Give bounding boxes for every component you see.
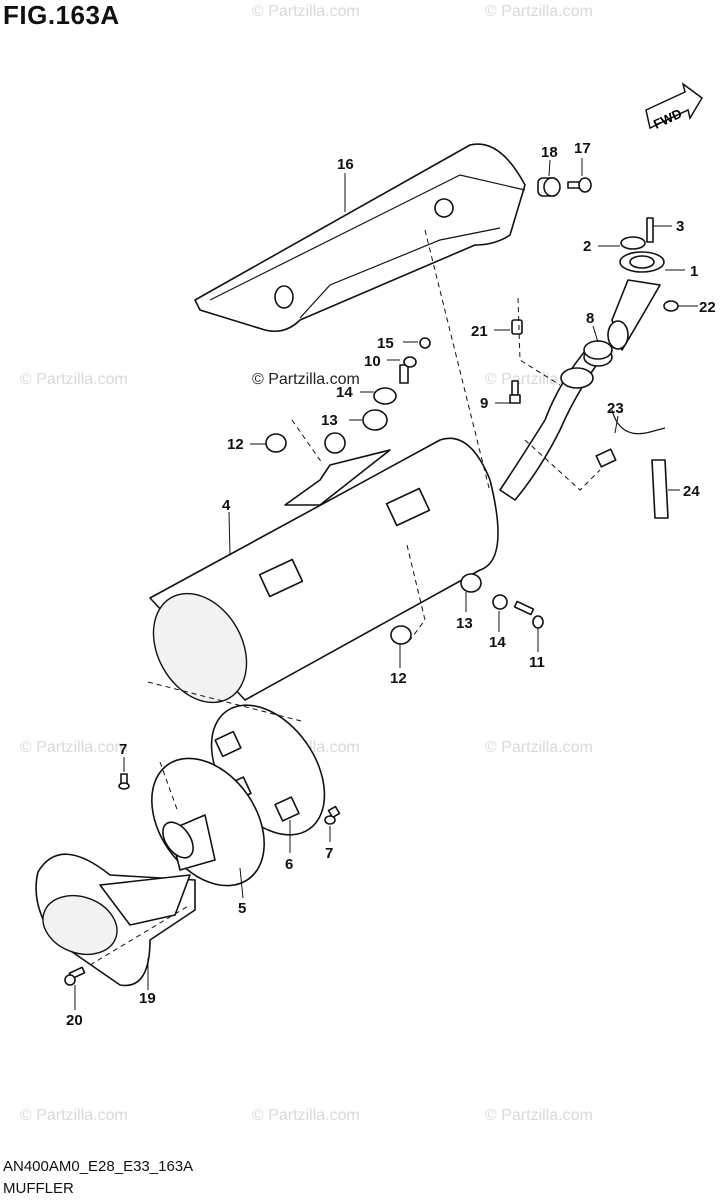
pipe-clamp-part: [560, 367, 594, 389]
watermark-text: © Partzilla.com: [252, 1107, 360, 1124]
callout-8: 8: [586, 310, 594, 327]
callout-10: 10: [364, 353, 381, 370]
callout-18: 18: [541, 144, 558, 161]
bushing-12-upper-part: [265, 433, 287, 453]
sleeve-8-part: [583, 340, 613, 367]
watermark-text: © Partzilla.com: [485, 3, 593, 20]
screw-7-left-part: [118, 773, 130, 790]
figure-title: FIG.163A: [3, 0, 120, 30]
muffler-cover-19-part: [35, 853, 196, 987]
stud-3-part: [646, 217, 654, 243]
callout-7b: 7: [325, 845, 333, 862]
bolt-10-part: [399, 356, 417, 384]
callout-19: 19: [139, 990, 156, 1007]
callout-24: 24: [683, 483, 700, 500]
bolt-9-part: [509, 380, 521, 404]
leader-lines: [74, 158, 698, 1010]
callout-14a: 14: [336, 384, 353, 401]
callout-20: 20: [66, 1012, 83, 1029]
callout-9: 9: [480, 395, 488, 412]
grommet-13-upper-part: [362, 409, 388, 431]
cap-15-part: [419, 337, 431, 349]
callout-labels: 16 18 17 3 2 1 22 8 21 9 23 24 4 12 13 1…: [66, 140, 716, 1029]
clip-24-part: [651, 459, 669, 519]
bolt-17-part: [567, 177, 592, 193]
screw-20-part: [64, 966, 86, 986]
callout-22: 22: [699, 299, 716, 316]
callout-15: 15: [377, 335, 394, 352]
watermark-text: © Partzilla.com: [485, 739, 593, 756]
heat-shield-part: [194, 143, 526, 333]
reference-lines: [89, 229, 601, 966]
bolt-11-part: [513, 600, 544, 629]
section-name: MUFFLER: [3, 1180, 74, 1197]
callout-5: 5: [238, 900, 246, 917]
grommet-18-part: [537, 177, 561, 197]
forward-arrow-icon: FWD: [645, 82, 703, 132]
callout-6: 6: [285, 856, 293, 873]
washer-14-upper-part: [373, 387, 397, 405]
screw-7-right-part: [324, 805, 341, 825]
callout-13b: 13: [456, 615, 473, 632]
callout-21: 21: [471, 323, 488, 340]
watermark-text: © Partzilla.com: [20, 371, 128, 388]
muffler-body-part: [149, 432, 499, 704]
bushing-12-lower-part: [390, 625, 412, 645]
watermark-text: © Partzilla.com: [252, 3, 360, 20]
callout-1: 1: [690, 263, 698, 280]
callout-7a: 7: [119, 741, 127, 758]
oxygen-sensor-part: [595, 409, 666, 468]
callout-12b: 12: [390, 670, 407, 687]
model-code: AN400AM0_E28_E33_163A: [3, 1158, 194, 1175]
watermark-text: © Partzilla.com: [20, 739, 128, 756]
watermark-text: © Partzilla.com: [485, 1107, 593, 1124]
callout-11: 11: [529, 654, 545, 671]
dowel-21-part: [511, 319, 523, 335]
callout-12a: 12: [227, 436, 244, 453]
grommet-13-lower-part: [460, 573, 482, 593]
callout-14b: 14: [489, 634, 506, 651]
washer-14-lower-part: [492, 594, 508, 610]
end-cap-5-part: [151, 757, 265, 887]
watermark-text: © Partzilla.com: [20, 1107, 128, 1124]
gasket-2-part: [620, 236, 646, 250]
callout-4: 4: [222, 497, 231, 514]
callout-16: 16: [337, 156, 354, 173]
callout-17: 17: [574, 140, 591, 157]
callout-13a: 13: [321, 412, 338, 429]
callout-23: 23: [607, 400, 624, 417]
watermark-text: © Partzilla.com: [252, 371, 360, 388]
nut-22-part: [663, 300, 679, 312]
callout-3: 3: [676, 218, 684, 235]
callout-2: 2: [583, 238, 591, 255]
